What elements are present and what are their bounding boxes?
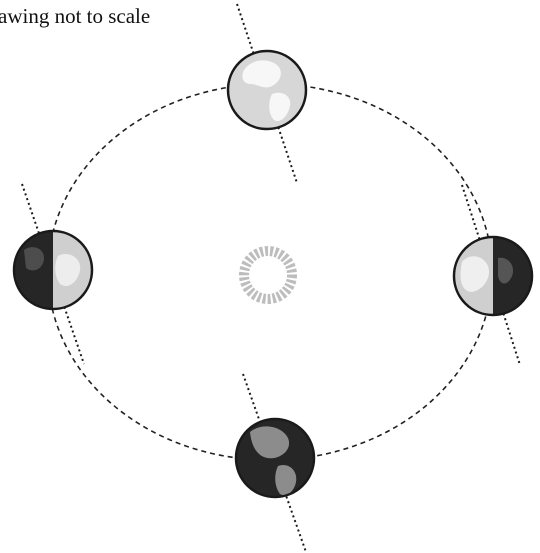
sun-ring — [244, 251, 292, 299]
earth-right — [454, 185, 532, 365]
earth-bottom — [236, 374, 314, 552]
earth-top — [228, 4, 306, 183]
orbit-path — [48, 84, 492, 460]
earth-left — [14, 184, 92, 364]
